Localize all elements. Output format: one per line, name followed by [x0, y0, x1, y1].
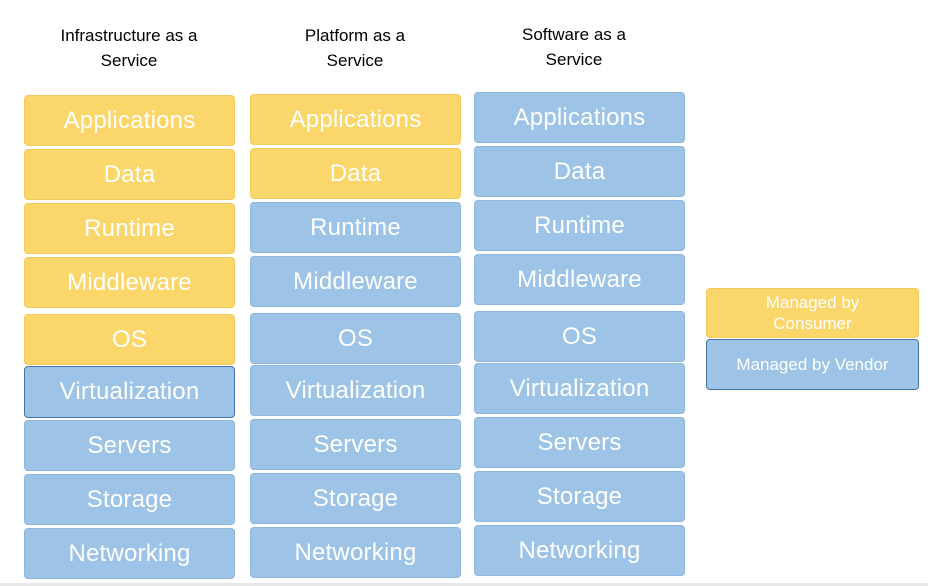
- paas-tile-servers: Servers: [250, 419, 461, 470]
- legend-managed-by-vendor: Managed by Vendor: [706, 339, 919, 390]
- paas-tile-os: OS: [250, 313, 461, 364]
- column-title-paas-line2: Service: [326, 51, 384, 70]
- iaas-tile-data: Data: [24, 149, 235, 200]
- column-title-saas-line2: Service: [545, 50, 603, 69]
- column-title-iaas: Infrastructure as a Service: [23, 23, 235, 73]
- bottom-divider: [0, 583, 928, 586]
- paas-tile-storage: Storage: [250, 473, 461, 524]
- saas-tile-runtime: Runtime: [474, 200, 685, 251]
- paas-tile-data: Data: [250, 148, 461, 199]
- saas-tile-applications: Applications: [474, 92, 685, 143]
- legend-managed-by-consumer: Managed by Consumer: [706, 288, 919, 338]
- column-title-saas: Software as a Service: [468, 22, 680, 72]
- paas-tile-applications: Applications: [250, 94, 461, 145]
- iaas-tile-virtualization: Virtualization: [24, 366, 235, 418]
- saas-tile-servers: Servers: [474, 417, 685, 468]
- iaas-tile-middleware: Middleware: [24, 257, 235, 308]
- iaas-tile-os: OS: [24, 314, 235, 365]
- paas-tile-networking: Networking: [250, 527, 461, 578]
- saas-tile-os: OS: [474, 311, 685, 362]
- column-title-paas-line1: Platform as a: [304, 26, 406, 45]
- paas-tile-middleware: Middleware: [250, 256, 461, 307]
- paas-tile-virtualization: Virtualization: [250, 365, 461, 416]
- column-title-paas: Platform as a Service: [249, 23, 461, 73]
- iaas-tile-servers: Servers: [24, 420, 235, 471]
- saas-tile-storage: Storage: [474, 471, 685, 522]
- saas-tile-data: Data: [474, 146, 685, 197]
- column-title-iaas-line2: Service: [100, 51, 158, 70]
- iaas-tile-networking: Networking: [24, 528, 235, 579]
- iaas-tile-applications: Applications: [24, 95, 235, 146]
- iaas-tile-storage: Storage: [24, 474, 235, 525]
- column-title-saas-line1: Software as a: [522, 25, 626, 44]
- column-title-iaas-line1: Infrastructure as a: [60, 26, 198, 45]
- paas-tile-runtime: Runtime: [250, 202, 461, 253]
- saas-tile-virtualization: Virtualization: [474, 363, 685, 414]
- iaas-tile-runtime: Runtime: [24, 203, 235, 254]
- saas-tile-middleware: Middleware: [474, 254, 685, 305]
- saas-tile-networking: Networking: [474, 525, 685, 576]
